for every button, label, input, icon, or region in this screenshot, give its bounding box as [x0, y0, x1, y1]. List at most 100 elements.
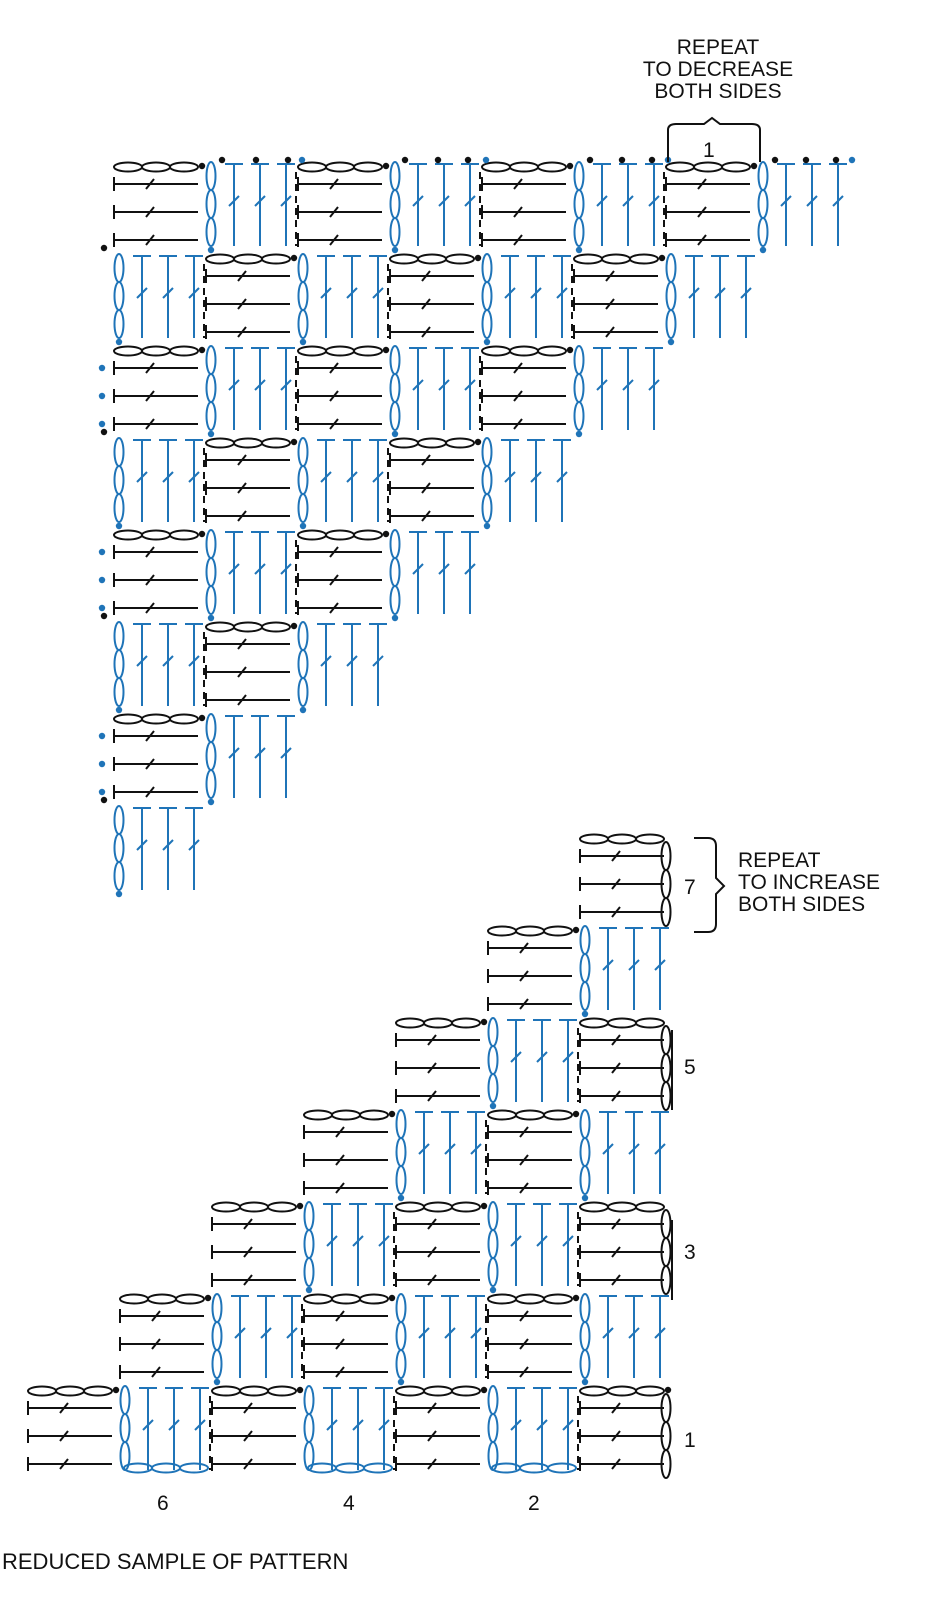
- chain-stitch: [359, 1109, 389, 1121]
- chain-stitch: [509, 161, 539, 173]
- slip-stitch-black: [664, 1386, 672, 1394]
- dc-slash: [628, 1143, 640, 1155]
- sc-slash: [513, 206, 523, 218]
- sc-block: [485, 1109, 580, 1195]
- sc-slash: [519, 1310, 529, 1322]
- slip-stitch-blue: [391, 614, 399, 622]
- chain-stitch: [481, 345, 511, 357]
- turning-chain-blue: [113, 493, 125, 523]
- top-dot-row: [218, 156, 856, 164]
- slip-stitch-blue: [575, 430, 583, 438]
- chain-stitch: [141, 713, 171, 725]
- sc-slash: [519, 1366, 529, 1378]
- sc-slash: [427, 1402, 437, 1414]
- chain-stitch: [487, 1293, 517, 1305]
- sc-slash: [145, 234, 155, 246]
- slip-stitch-black: [572, 1294, 580, 1302]
- sc-block: [303, 1109, 396, 1195]
- turning-chain-blue: [487, 1201, 499, 1231]
- chain-stitch: [451, 1385, 481, 1397]
- chain-stitch: [169, 529, 199, 541]
- chain-stitch: [487, 925, 517, 937]
- turning-chain-blue: [297, 465, 309, 495]
- sc-slash: [427, 1034, 437, 1046]
- dc-slash: [530, 471, 542, 483]
- chain-stitch: [169, 161, 199, 173]
- turning-chain-blue: [579, 1109, 591, 1139]
- slip-stitch-blue: [759, 246, 767, 254]
- turning-chain-blue: [113, 253, 125, 283]
- chain-stitch: [579, 1017, 609, 1029]
- dc-block: [757, 161, 847, 254]
- turning-chain-blue: [487, 1045, 499, 1075]
- bracket-shape: [694, 837, 726, 933]
- turning-chain-blue: [665, 281, 677, 311]
- turning-chain-blue: [487, 1017, 499, 1047]
- sc-slash: [243, 1402, 253, 1414]
- sc-slash: [243, 1246, 253, 1258]
- dc-slash: [438, 379, 450, 391]
- chain-stitch: [113, 345, 143, 357]
- slip-stitch-black: [198, 346, 206, 354]
- turning-chain-blue: [119, 1385, 131, 1415]
- chain-stitch: [83, 1385, 113, 1397]
- dc-slash: [194, 1419, 206, 1431]
- dc-block: [487, 1201, 577, 1294]
- slip-stitch-blue: [397, 1194, 405, 1202]
- slip-stitch-black: [100, 796, 108, 804]
- turning-chain-blue: [573, 345, 585, 375]
- turning-chain-blue: [389, 373, 401, 403]
- dc-slash: [504, 471, 516, 483]
- turning-chain-blue: [297, 253, 309, 283]
- chain-stitch: [515, 1293, 545, 1305]
- dc-block: [579, 1109, 669, 1202]
- dc-slash: [136, 287, 148, 299]
- sc-slash: [237, 298, 247, 310]
- slip-stitch-black: [290, 254, 298, 262]
- sc-slash: [427, 1430, 437, 1442]
- sc-slash: [329, 574, 339, 586]
- dc-slash: [622, 379, 634, 391]
- slip-stitch-black: [252, 156, 260, 164]
- turning-chain-blue: [113, 437, 125, 467]
- dc-slash: [228, 195, 240, 207]
- dc-slash: [136, 839, 148, 851]
- dc-slash: [254, 563, 266, 575]
- chain-stitch: [331, 1293, 361, 1305]
- chain-stitch: [169, 345, 199, 357]
- turning-chain-blue: [303, 1201, 315, 1231]
- slip-stitch-black: [100, 244, 108, 252]
- sc-slash: [59, 1458, 69, 1470]
- slip-stitch-black: [618, 156, 626, 164]
- slip-stitch-black: [290, 622, 298, 630]
- slip-stitch-black: [382, 346, 390, 354]
- dc-slash: [562, 1419, 574, 1431]
- slip-stitch-black: [388, 1110, 396, 1118]
- sc-slash: [329, 362, 339, 374]
- slip-stitch-black: [586, 156, 594, 164]
- dc-slash: [136, 655, 148, 667]
- slip-stitch-blue: [581, 1378, 589, 1386]
- chain-stitch: [607, 833, 637, 845]
- slip-stitch-blue: [575, 246, 583, 254]
- sc-slash: [605, 270, 615, 282]
- repeat-increase-line-1: REPEAT: [738, 849, 821, 872]
- dc-block: [205, 161, 295, 254]
- chain-stitch: [297, 161, 327, 173]
- slip-stitch-blue: [391, 430, 399, 438]
- turning-chain-blue: [573, 189, 585, 219]
- turning-chain-blue: [205, 217, 217, 247]
- dc-block: [389, 161, 479, 254]
- turning-chain-blue: [481, 465, 493, 495]
- caption: REDUCED SAMPLE OF PATTERN: [2, 1549, 349, 1574]
- turning-chain-blue: [579, 1165, 591, 1195]
- chain-stitch: [451, 1201, 481, 1213]
- dc-block: [113, 437, 203, 530]
- dc-block: [487, 1017, 577, 1110]
- dc-slash: [346, 655, 358, 667]
- slip-stitch-blue: [213, 1378, 221, 1386]
- slip-stitch-black: [480, 1018, 488, 1026]
- turning-chain-blue: [389, 161, 401, 191]
- turning-chain-blue: [481, 493, 493, 523]
- dc-slash: [622, 195, 634, 207]
